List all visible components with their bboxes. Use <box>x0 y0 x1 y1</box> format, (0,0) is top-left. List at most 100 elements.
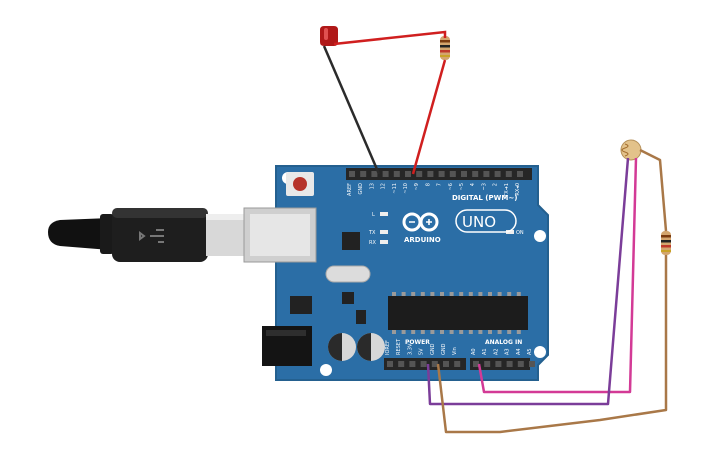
chip-pin <box>411 330 416 334</box>
usb-plug-icon[interactable] <box>48 208 248 262</box>
crystal-oscillator <box>325 265 371 283</box>
header-hole[interactable] <box>427 171 434 177</box>
mounting-hole <box>534 346 546 358</box>
header-hole[interactable] <box>473 361 479 367</box>
pin-label: TX➜1 <box>504 183 510 198</box>
header-hole[interactable] <box>360 171 367 177</box>
chip-pin <box>497 330 502 334</box>
digital-label: DIGITAL (PWM~) <box>452 194 517 202</box>
header-hole[interactable] <box>393 171 400 177</box>
wire-resistor-to-gnd-lower[interactable] <box>436 255 668 434</box>
pin-label: Vin <box>452 347 458 355</box>
chip-pin <box>440 330 444 334</box>
pin-label: ~9 <box>414 183 420 190</box>
chip-pin <box>449 330 454 334</box>
header-hole[interactable] <box>387 361 393 367</box>
header-hole[interactable] <box>405 171 411 177</box>
header-hole[interactable] <box>398 361 405 367</box>
led-tx-label: TX <box>368 230 376 236</box>
resistor-icon[interactable] <box>440 36 450 60</box>
power-label: POWER <box>405 339 430 346</box>
header-hole[interactable] <box>484 361 491 367</box>
mounting-hole <box>320 364 332 376</box>
header-hole[interactable] <box>349 171 355 177</box>
header-hole[interactable] <box>517 361 524 367</box>
pin-label: 5V <box>419 348 425 355</box>
pin-label: RX◂0 <box>515 183 521 196</box>
pin-label: GND <box>358 183 364 195</box>
header-hole[interactable] <box>438 171 445 177</box>
analog-label: ANALOG IN <box>485 339 522 346</box>
chip-pin <box>516 292 521 296</box>
led-rx <box>380 240 388 244</box>
header-hole[interactable] <box>472 171 479 177</box>
header-hole[interactable] <box>505 171 512 177</box>
wire-led-to-resistor[interactable] <box>333 30 447 46</box>
pin-label: A1 <box>482 348 488 355</box>
led-icon[interactable] <box>320 26 338 46</box>
pin-label: ~6 <box>448 183 454 190</box>
led-l <box>380 212 388 216</box>
header-hole[interactable] <box>506 361 513 367</box>
pin-label: GND <box>430 343 436 355</box>
led-on <box>506 230 514 234</box>
chip-pin <box>430 292 435 296</box>
pin-label: A3 <box>505 348 511 355</box>
pin-label: ~11 <box>392 183 398 194</box>
header-hole[interactable] <box>409 361 416 367</box>
pin-label: 13 <box>369 183 375 189</box>
pin-label: 3.3V <box>407 343 413 355</box>
chip-pin <box>401 330 406 334</box>
led-l-label: L <box>372 212 375 218</box>
header-hole[interactable] <box>461 171 467 177</box>
header-hole[interactable] <box>483 171 490 177</box>
header-hole[interactable] <box>449 171 456 177</box>
wire-ldr-to-a0[interactable] <box>477 157 638 394</box>
chip-pin <box>507 292 512 296</box>
chip-pin <box>478 292 483 296</box>
photoresistor-icon[interactable] <box>620 139 642 161</box>
chip-pin <box>497 292 502 296</box>
wire-led-to-gnd[interactable] <box>322 45 381 175</box>
header-hole[interactable] <box>420 361 427 367</box>
pin-label: IOREF <box>385 340 391 355</box>
wire-ldr-to-5v[interactable] <box>426 157 630 406</box>
header-hole[interactable] <box>495 361 502 367</box>
arduino-logo-icon <box>402 212 439 232</box>
wire-resistor-to-pin11[interactable] <box>411 59 447 175</box>
chip-pin <box>430 330 435 334</box>
header-hole[interactable] <box>454 361 461 367</box>
pin-label: A5 <box>527 348 533 355</box>
on-label: ON <box>516 230 524 236</box>
header-hole[interactable] <box>371 171 378 177</box>
chip-pin <box>488 292 492 296</box>
resistor-icon[interactable] <box>661 231 671 255</box>
header-hole[interactable] <box>517 171 523 177</box>
pin-label: ~10 <box>403 183 409 194</box>
header-hole[interactable] <box>443 361 449 367</box>
pin-label: AREF <box>347 183 353 196</box>
pin-label: 7 <box>437 183 443 186</box>
chip-pin <box>392 292 396 296</box>
header-hole[interactable] <box>382 171 389 177</box>
header-hole[interactable] <box>529 361 535 367</box>
header-hole[interactable] <box>431 361 438 367</box>
header-hole[interactable] <box>416 171 423 177</box>
usb-controller-chip <box>342 232 360 250</box>
header-hole[interactable] <box>494 171 501 177</box>
chip-pin <box>459 292 464 296</box>
chip-pin <box>478 330 483 334</box>
led-tx <box>380 230 388 234</box>
chip-pin <box>488 330 492 334</box>
model-label: UNO <box>462 213 496 231</box>
pin-label: 12 <box>381 183 387 189</box>
pin-label: A4 <box>516 348 522 355</box>
wire-resistor-to-gnd[interactable] <box>639 148 668 232</box>
chip-pin <box>516 330 521 334</box>
pin-label: 4 <box>470 183 476 186</box>
pin-label: ~3 <box>481 183 487 190</box>
chip-pin <box>468 330 473 334</box>
atmega-chip <box>388 292 528 334</box>
chip-pin <box>392 330 396 334</box>
